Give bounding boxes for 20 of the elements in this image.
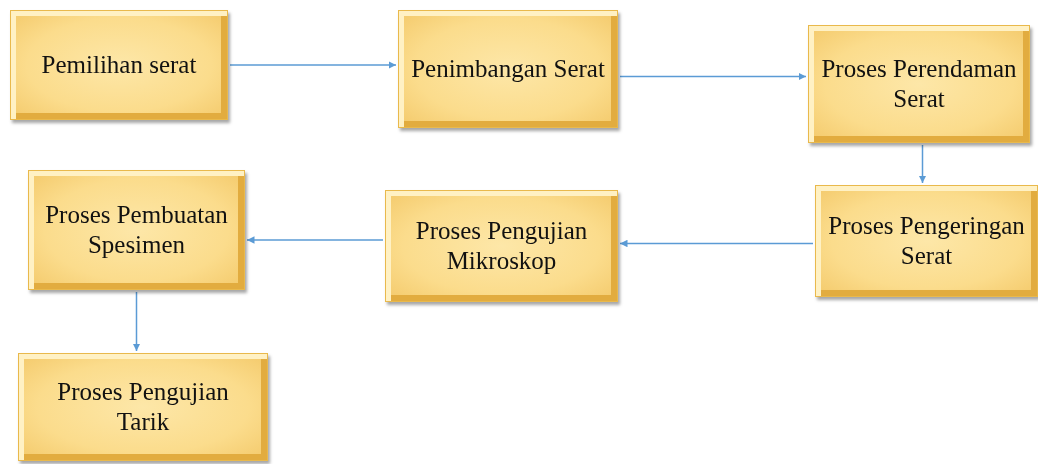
box-label: Proses Perendaman Serat xyxy=(820,54,1018,114)
process-box xyxy=(18,353,268,461)
box-label: Proses Pengujian Tarik xyxy=(56,377,230,437)
box-label: Proses Pembuatan Spesimen xyxy=(44,200,229,260)
process-box xyxy=(10,10,228,120)
process-box xyxy=(808,25,1030,143)
box-label: Proses Pengeringan Serat xyxy=(827,211,1026,271)
arrow xyxy=(619,239,814,248)
arrow xyxy=(229,61,397,69)
arrow xyxy=(918,144,927,184)
arrow xyxy=(132,291,141,352)
arrow xyxy=(246,236,384,244)
process-box xyxy=(815,185,1038,297)
process-box xyxy=(28,170,245,290)
process-box xyxy=(385,190,618,302)
box-label: Pemilihan serat xyxy=(40,50,198,80)
process-box xyxy=(398,10,618,128)
box-label: Penimbangan Serat xyxy=(410,54,606,84)
box-label: Proses Pengujian Mikroskop xyxy=(414,216,589,276)
arrow xyxy=(619,72,807,81)
